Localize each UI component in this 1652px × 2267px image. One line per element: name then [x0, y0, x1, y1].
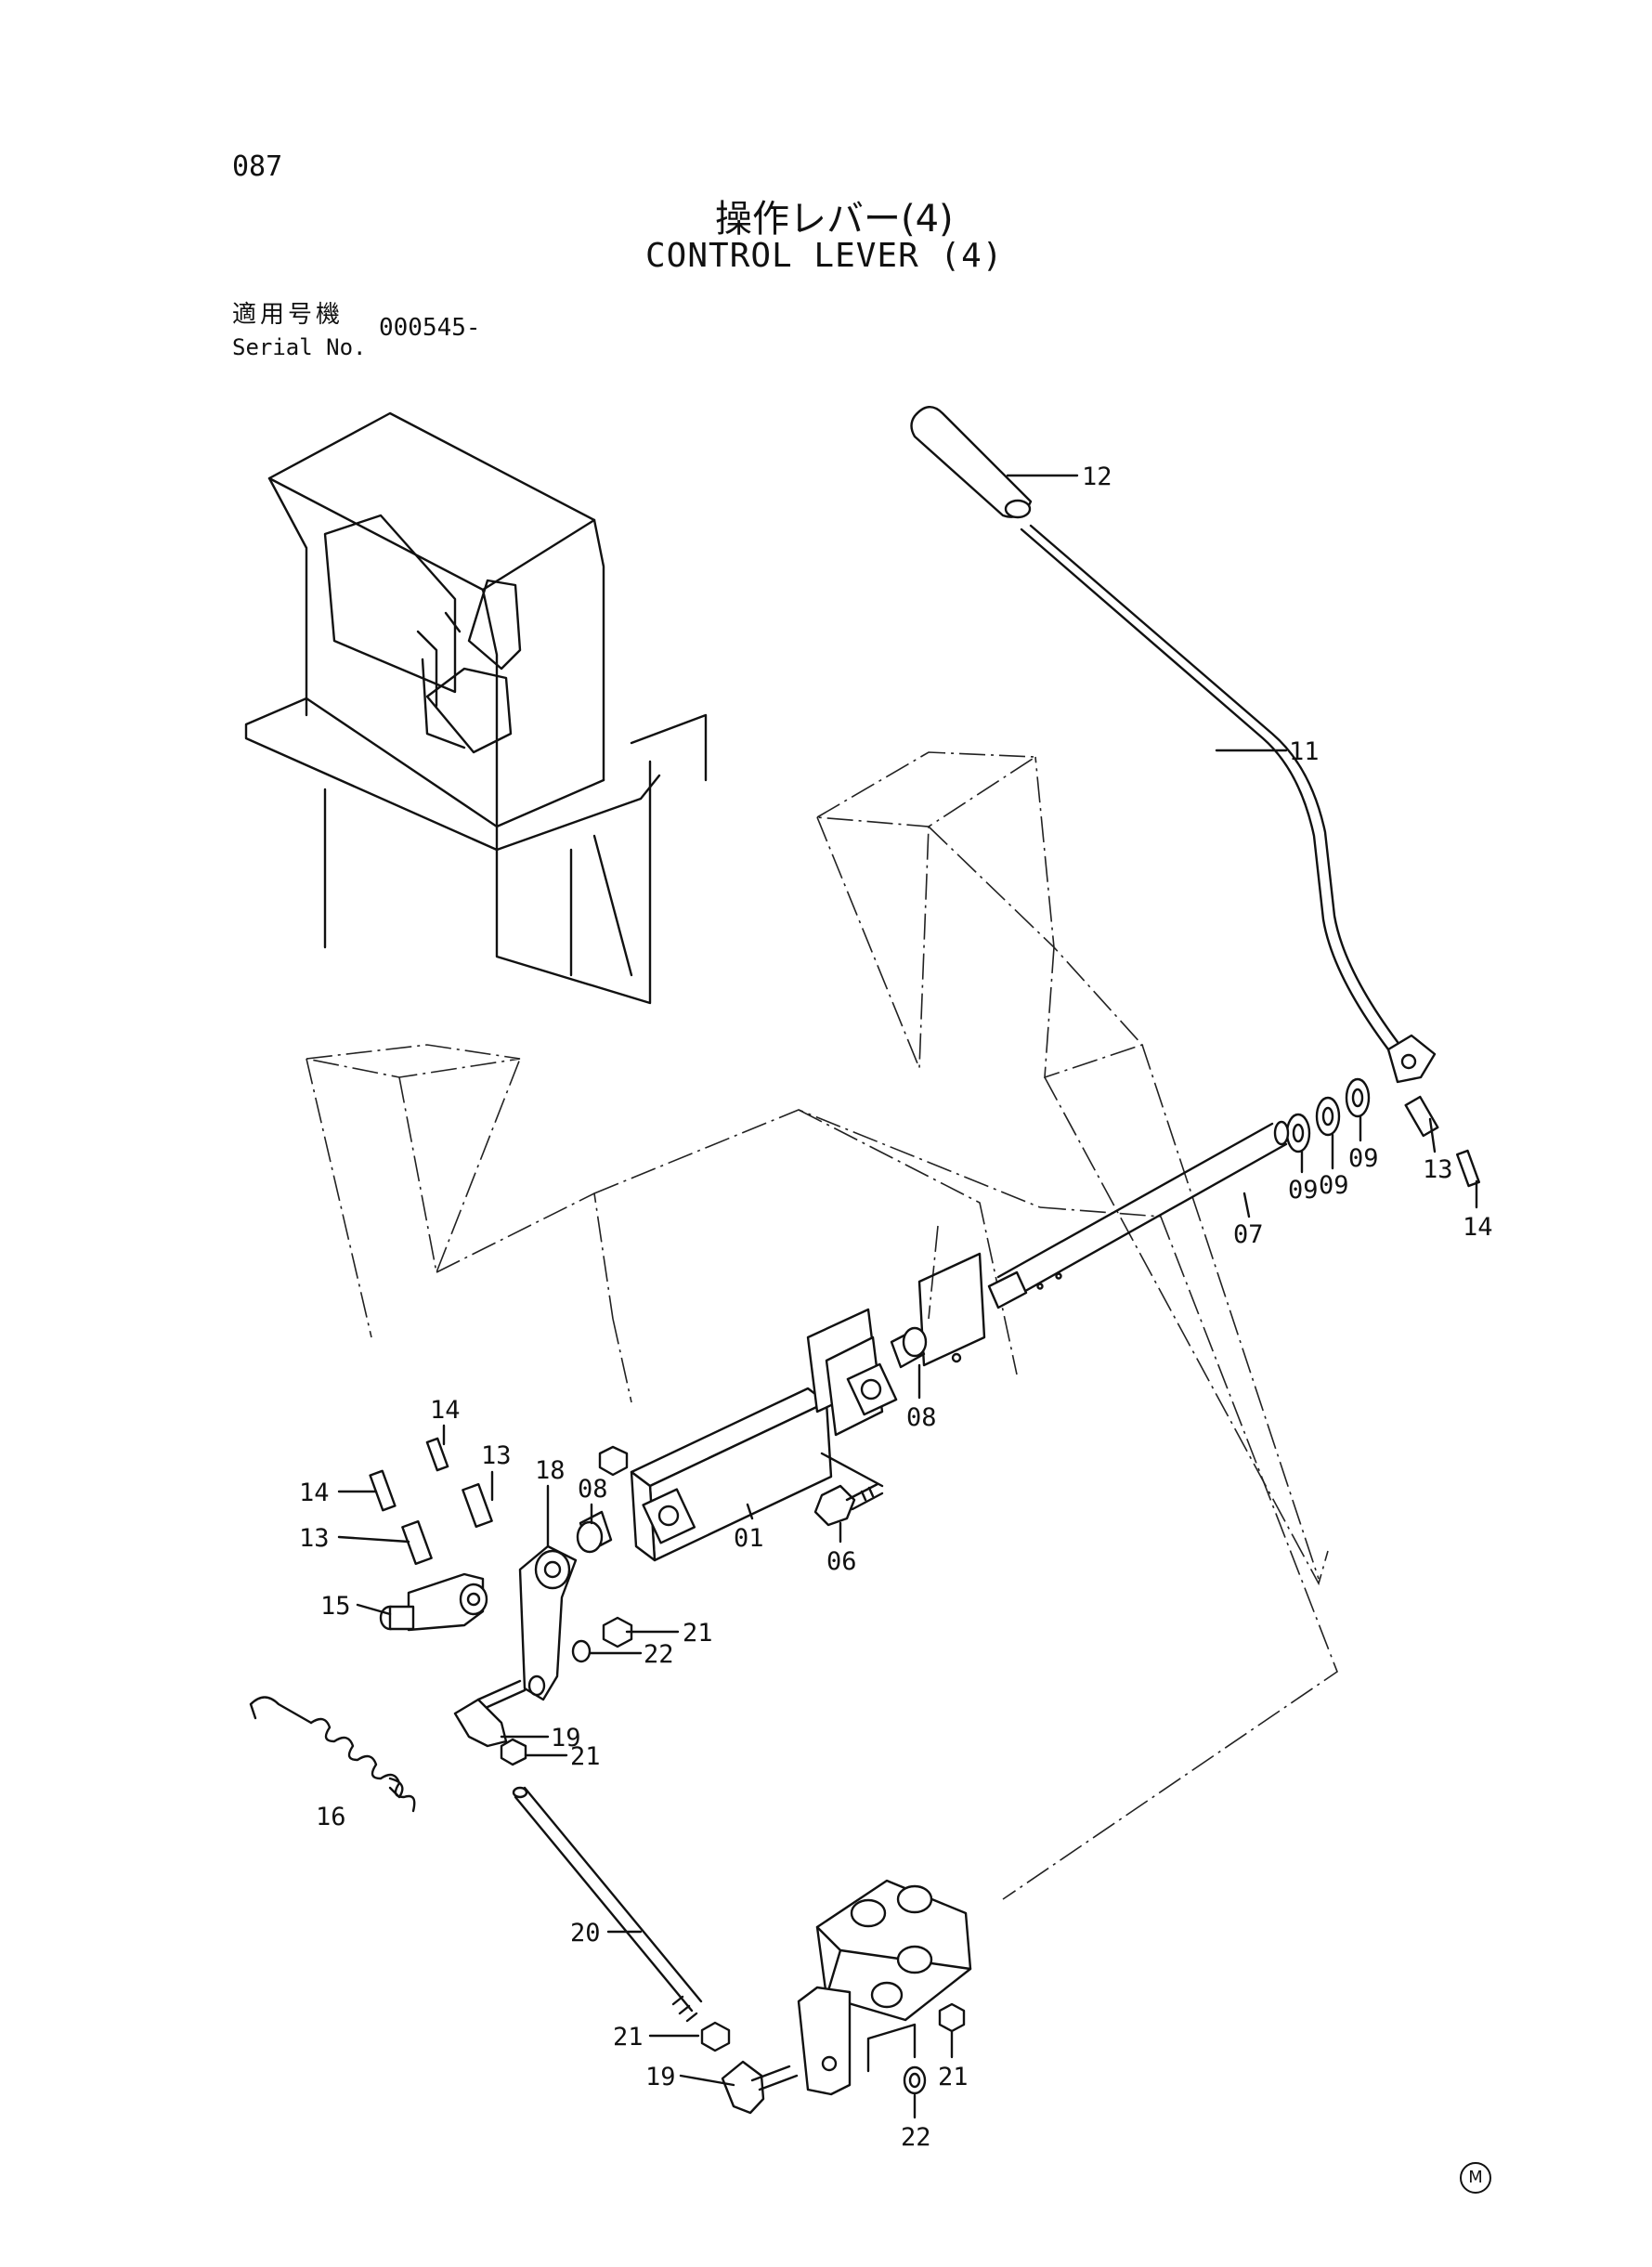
- callout-09-b: 09: [1319, 1171, 1349, 1200]
- callout-15: 15: [320, 1592, 351, 1621]
- callout-13-left: 13: [299, 1524, 330, 1553]
- callout-14-top: 14: [430, 1396, 461, 1425]
- callout-18: 18: [535, 1456, 566, 1485]
- callout-11: 11: [1289, 737, 1320, 766]
- callout-21-lower: 21: [613, 2023, 644, 2052]
- callout-leaders: [337, 474, 1478, 2119]
- pilot-valve: [797, 1879, 972, 2096]
- part-21-nut-lower: [700, 2021, 731, 2052]
- callout-08-left: 08: [578, 1475, 608, 1504]
- callout-labels: 12 11 13 14 07 09 09 09 08 08 01 06 14 1…: [299, 463, 1493, 2152]
- callout-01: 01: [734, 1524, 764, 1553]
- callout-22-lower: 22: [901, 2123, 931, 2152]
- page-title-english: CONTROL LEVER (4): [645, 237, 1004, 275]
- part-07-shaft: [987, 1120, 1290, 1309]
- part-22-washer-lower: [903, 2065, 927, 2095]
- part-22-washer-upper: [571, 1639, 592, 1663]
- part-19-ball-joint-upper: [453, 1679, 527, 1748]
- callout-07: 07: [1233, 1220, 1264, 1249]
- part-08-bushing-left: [576, 1510, 613, 1554]
- part-11-lever-rod: [1020, 524, 1437, 1084]
- callout-20: 20: [570, 1919, 601, 1948]
- callout-13-right: 13: [1423, 1155, 1453, 1184]
- callout-06: 06: [826, 1547, 857, 1576]
- callout-14-right: 14: [1463, 1213, 1493, 1242]
- callout-19-upper: 19: [551, 1724, 581, 1752]
- part-09-washers: [1285, 1077, 1371, 1153]
- part-19-ball-joint-lower: [721, 2060, 799, 2115]
- part-20-rod: [512, 1786, 703, 2023]
- machine-cab-overview: [244, 411, 708, 1005]
- callout-09-c: 09: [1348, 1144, 1379, 1173]
- part-15-clevis: [379, 1572, 488, 1632]
- part-21-nut-mid: [602, 1616, 633, 1648]
- part-18-lever: [518, 1544, 578, 1701]
- part-01-bracket: [630, 1308, 898, 1562]
- part-12-grip: [910, 406, 1033, 519]
- footer-mark: M: [1460, 2162, 1491, 2194]
- part-06-bolt: [813, 1482, 884, 1527]
- part-16-spring: [249, 1696, 416, 1813]
- callout-09-a: 09: [1288, 1176, 1319, 1205]
- part-21-nut-bottom-right: [938, 2002, 966, 2033]
- serial-label-japanese: 適用号機: [232, 301, 345, 329]
- callout-08-right: 08: [906, 1403, 937, 1432]
- serial-number-value: 000545-: [379, 314, 481, 342]
- callout-14-left: 14: [299, 1479, 330, 1507]
- page-title-japanese: 操作レバー(4): [715, 198, 954, 241]
- part-13-14-pins-right: [1404, 1095, 1480, 1188]
- callout-19-lower: 19: [645, 2063, 676, 2091]
- callout-13-top: 13: [481, 1441, 512, 1470]
- callout-21-bottom: 21: [938, 2063, 969, 2091]
- callout-21-mid: 21: [570, 1742, 601, 1771]
- callout-22-upper: 22: [644, 1640, 674, 1669]
- part-13-14-pins-left: [369, 1437, 493, 1566]
- part-21-nut-upper: [500, 1445, 629, 1766]
- serial-label-english: Serial No.: [232, 334, 367, 360]
- part-08-bushing-right: [890, 1326, 928, 1369]
- callout-21-upper: 21: [683, 1619, 713, 1648]
- callout-12: 12: [1082, 463, 1112, 491]
- background-reference-boxes: [306, 751, 1338, 1900]
- callout-16: 16: [316, 1803, 346, 1831]
- page-number: 087: [232, 150, 283, 183]
